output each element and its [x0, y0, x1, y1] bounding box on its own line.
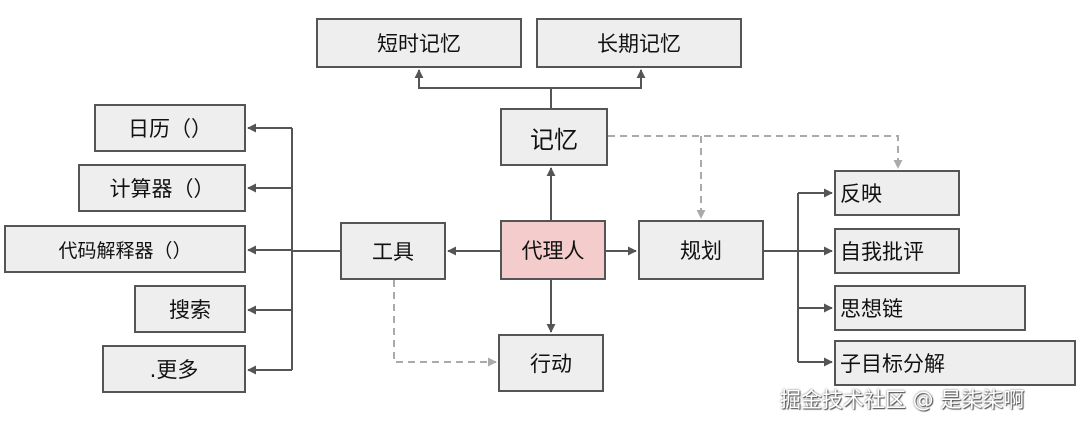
node-action: 行动: [498, 334, 604, 392]
node-agent: 代理人: [500, 220, 606, 280]
node-label: 工具: [372, 240, 414, 264]
node-label: 搜索: [169, 298, 211, 322]
edge-memory-long-term: [551, 69, 646, 89]
edge-memory-short-term: [414, 69, 551, 89]
node-label: 代理人: [521, 239, 585, 263]
node-tools: 工具: [340, 222, 446, 280]
node-memory: 记忆: [500, 108, 608, 166]
node-planning: 规划: [638, 220, 764, 280]
node-label: 短时记忆: [377, 32, 461, 56]
node-subgoal-decomposition: 子目标分解: [834, 340, 1076, 386]
node-label: 子目标分解: [840, 352, 945, 376]
node-chain-of-thought: 思想链: [834, 285, 1026, 331]
node-label: 日历（）: [128, 117, 212, 141]
node-label: 反映: [840, 182, 882, 206]
node-label: 规划: [680, 239, 722, 263]
node-code-interpreter: 代码解释器（）: [4, 225, 246, 273]
edge-memory-reflection-dashed: [608, 135, 903, 169]
node-label: .更多: [149, 358, 199, 382]
node-more: .更多: [102, 345, 246, 393]
node-label: 计算器（）: [109, 177, 215, 201]
edge-tools-action-dashed: [393, 280, 497, 367]
node-label: 自我批评: [840, 240, 924, 264]
node-label: 记忆: [530, 125, 578, 154]
node-reflection: 反映: [834, 170, 960, 216]
node-long-term-memory: 长期记忆: [536, 18, 742, 68]
watermark: 掘金技术社区 @ 是柒柒啊: [780, 388, 1025, 412]
node-self-critique: 自我批评: [834, 228, 960, 274]
node-search: 搜索: [134, 285, 246, 333]
node-label: 长期记忆: [597, 32, 681, 56]
node-calendar: 日历（）: [94, 104, 246, 152]
node-calculator: 计算器（）: [78, 164, 246, 212]
node-short-term-memory: 短时记忆: [316, 18, 522, 68]
node-label: 代码解释器（）: [58, 239, 192, 262]
node-label: 思想链: [840, 297, 903, 321]
node-label: 行动: [530, 352, 572, 376]
